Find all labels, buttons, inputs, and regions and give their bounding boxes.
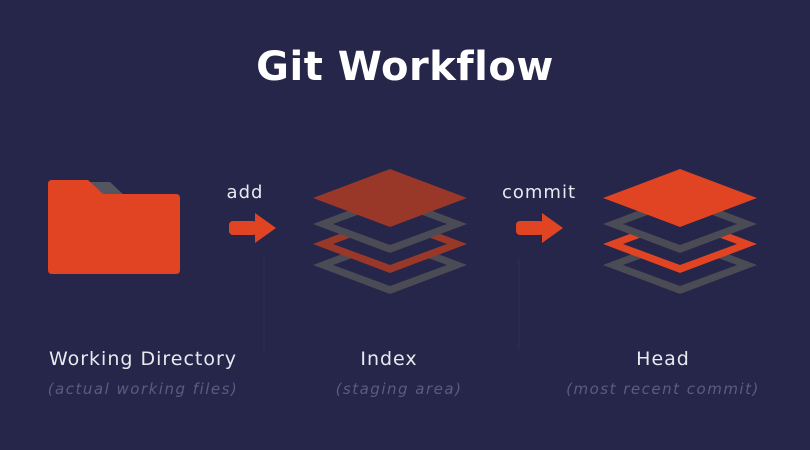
working-directory-label: Working Directory (48, 348, 238, 370)
layers-icon (313, 169, 467, 294)
head-label: Head (636, 348, 690, 370)
arrow-right-icon (229, 213, 276, 243)
head-subtitle: (most recent commit) (566, 380, 760, 398)
add-arrow-label: add (226, 182, 264, 203)
arrow-right-icon (516, 213, 563, 243)
folder-icon (48, 180, 180, 274)
index-subtitle: (staging area) (335, 380, 463, 398)
layers-icon (603, 169, 757, 294)
index-label: Index (360, 348, 418, 370)
working-directory-subtitle: (actual working files) (47, 380, 239, 398)
commit-arrow-label: commit (501, 182, 577, 203)
diagram-title: Git Workflow (256, 44, 554, 90)
